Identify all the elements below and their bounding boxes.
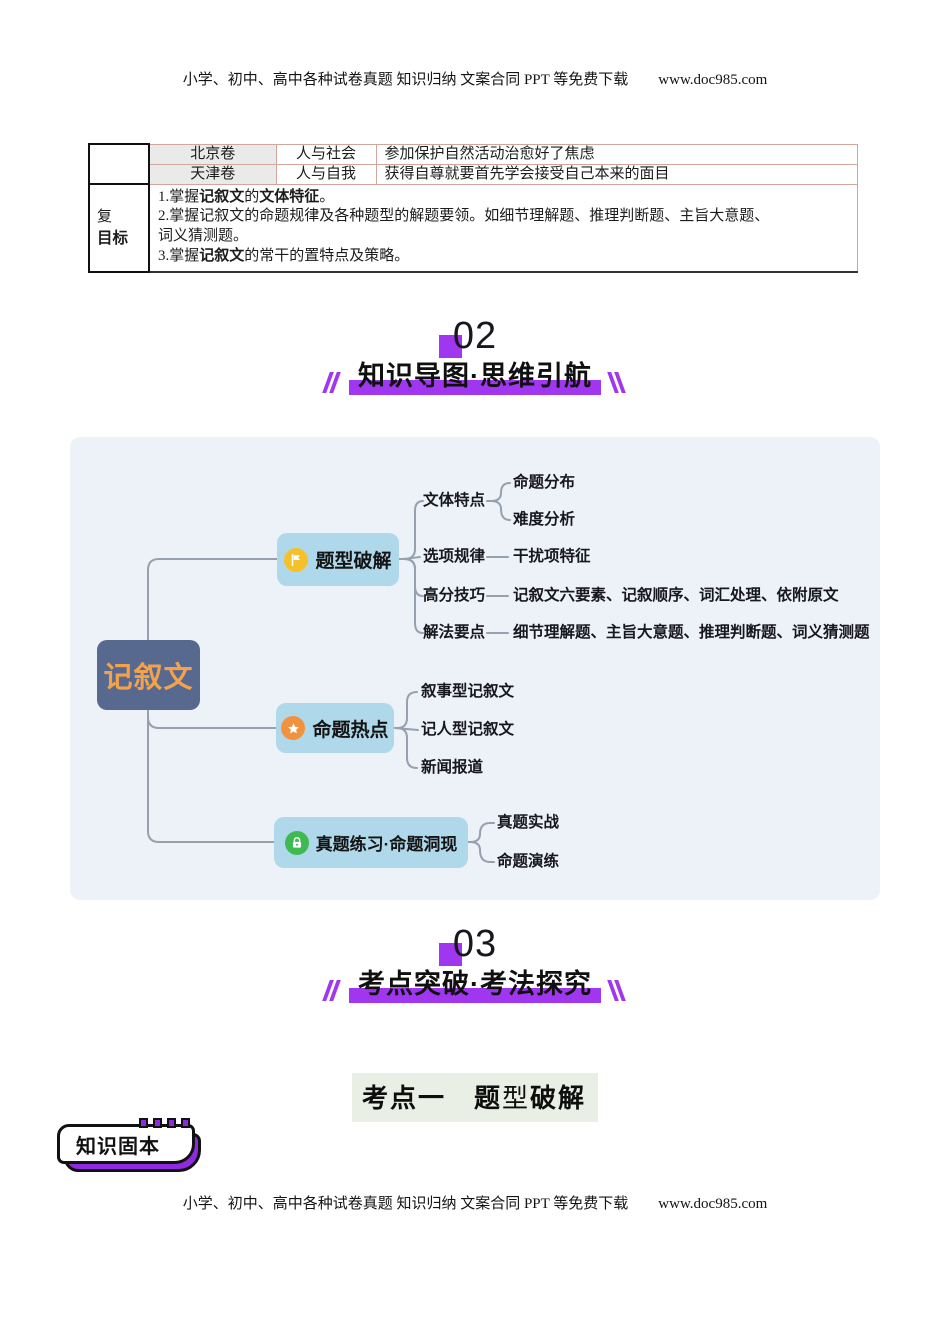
- section-number-text: 03: [452, 923, 498, 965]
- footer-text: 小学、初中、高中各种试卷真题 知识归纳 文案合同 PPT 等免费下载: [182, 1196, 629, 1212]
- footer-url: www.doc985.com: [658, 1196, 768, 1212]
- mindmap-root-node: 记叙文: [97, 640, 200, 710]
- page-footer: 小学、初中、高中各种试卷真题 知识归纳 文案合同 PPT 等免费下载 www.do…: [0, 1192, 950, 1213]
- kaodian-heading: 考点一 题型破解: [0, 1073, 950, 1122]
- review-goal-header: 复 目标: [88, 183, 150, 273]
- goal-line-1: 1.掌握记叙文的文体特征。: [158, 187, 335, 205]
- mindmap-leaf-label: 命题演练: [497, 853, 560, 870]
- lock-icon: [284, 830, 309, 855]
- theme-cell: 人与社会: [275, 143, 377, 165]
- paper-cell: 天津卷: [148, 163, 277, 185]
- kaodian-title: 题型破解: [473, 1083, 587, 1113]
- kaodian-box: 考点一 题型破解: [351, 1073, 599, 1122]
- double-slash-icon: [322, 980, 341, 1001]
- page-header: 小学、初中、高中各种试卷真题 知识归纳 文案合同 PPT 等免费下载 www.do…: [0, 68, 950, 89]
- section-number-accent-square: [438, 943, 462, 966]
- mindmap-sub-label: 解法要点: [423, 624, 486, 641]
- mindmap-leaf-label: 干扰项特征: [513, 548, 591, 565]
- mindmap-leaf-label: 新闻报道: [421, 759, 484, 776]
- theme-cell: 人与自我: [275, 163, 377, 185]
- mindmap-leaf-label: 细节理解题、主旨大意题、推理判断题、词义猜测题: [513, 624, 870, 641]
- flag-icon: [284, 547, 309, 572]
- header-url: www.doc985.com: [658, 72, 768, 88]
- double-slash-icon: [322, 372, 341, 393]
- paper-cell: 北京卷: [148, 143, 277, 165]
- section-number-text: 02: [452, 315, 498, 357]
- mindmap-panel: 记叙文 题型破解 命题热点 真题练习·命题洞现 文体特点 选项规律 高分技巧 解…: [70, 437, 880, 900]
- table-row: 北京卷 人与社会 参加保护自然活动治愈好了焦虑: [88, 143, 858, 185]
- kaodian-label: 考点一: [361, 1083, 446, 1113]
- mindmap-sub-label: 文体特点: [423, 492, 486, 509]
- badge-notch-squares: [139, 1118, 190, 1128]
- branch-node-题型破解: 题型破解: [277, 533, 399, 586]
- mindmap-leaf-label: 命题分布: [513, 474, 576, 491]
- table-row: 复 目标 1.掌握记叙文的文体特征。 2.掌握记叙文的命题规律及各种题型的解题要…: [88, 183, 858, 273]
- branch-node-命题热点: 命题热点: [276, 703, 394, 753]
- double-slash-icon: [607, 980, 626, 1001]
- badge-label: 知识固本: [76, 1135, 160, 1158]
- mindmap-connectors: [147, 482, 511, 863]
- section-02: 02 知识导图·思维引航: [0, 315, 950, 395]
- section-03: 03 考点突破·考法探究: [0, 923, 950, 1003]
- desc-cell: 参加保护自然活动治愈好了焦虑: [375, 143, 858, 165]
- mindmap-leaf-label: 真题实战: [497, 814, 560, 831]
- badge-box: 知识固本: [57, 1124, 195, 1164]
- table-empty-cell: [88, 143, 150, 185]
- mindmap-sub-label: 选项规律: [423, 548, 486, 565]
- goal-line-2: 2.掌握记叙文的命题规律及各种题型的解题要领。如细节理解题、推理判断题、主旨大意…: [158, 208, 770, 244]
- title-underline-bar: [349, 988, 601, 1003]
- section-number-accent-square: [438, 335, 462, 358]
- knowledge-badge: 知识固本: [57, 1118, 201, 1172]
- section-number: 02: [438, 315, 498, 358]
- header-text: 小学、初中、高中各种试卷真题 知识归纳 文案合同 PPT 等免费下载: [182, 72, 629, 88]
- branch-label: 题型破解: [315, 551, 392, 572]
- title-underline-bar: [349, 380, 601, 395]
- section-title-text: 考点突破·考法探究: [358, 969, 592, 999]
- table-row: 天津卷 人与自我 获得自尊就要首先学会接受自己本来的面目: [89, 163, 858, 185]
- mindmap-sub-label: 高分技巧: [423, 587, 486, 604]
- review-goal-cell: 1.掌握记叙文的文体特征。 2.掌握记叙文的命题规律及各种题型的解题要领。如细节…: [148, 183, 858, 273]
- branch-label: 命题热点: [312, 719, 389, 741]
- branch-label: 真题练习·命题洞现: [315, 835, 458, 854]
- mindmap-leaf-label: 记人型记叙文: [421, 721, 515, 738]
- section-title: 考点突破·考法探究: [322, 969, 626, 1003]
- branch-node-真题练习命题洞现: 真题练习·命题洞现: [274, 817, 468, 868]
- section-title-text: 知识导图·思维引航: [358, 361, 592, 391]
- section-title: 知识导图·思维引航: [322, 361, 626, 395]
- mindmap-leaf-label: 记叙文六要素、记叙顺序、词汇处理、依附原文: [513, 587, 839, 604]
- exam-summary-table: 北京卷 人与社会 参加保护自然活动治愈好了焦虑 天津卷 人与自我 获得自尊就要首…: [88, 143, 858, 273]
- desc-cell: 获得自尊就要首先学会接受自己本来的面目: [375, 163, 858, 185]
- goal-line-3: 3.掌握记叙文的常干的置特点及策略。: [158, 247, 410, 264]
- section-number: 03: [438, 923, 498, 966]
- mindmap-leaf-label: 难度分析: [513, 511, 576, 528]
- mindmap-leaf-label: 叙事型记叙文: [421, 683, 515, 700]
- star-icon: [281, 716, 306, 740]
- double-slash-icon: [607, 372, 626, 393]
